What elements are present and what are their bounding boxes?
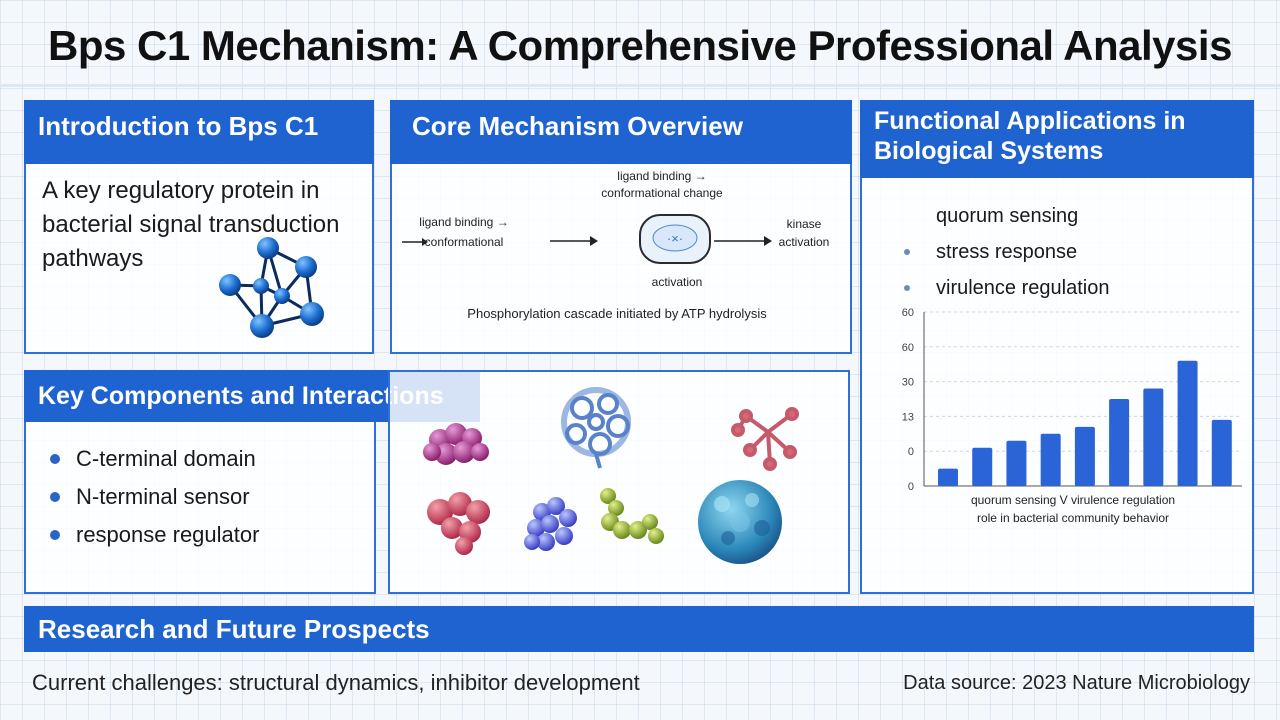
teal-protein-icon — [698, 480, 782, 564]
y-tick-label: 30 — [902, 377, 914, 389]
chart-bar — [1177, 360, 1198, 486]
mechanism-caption: Phosphorylation cascade initiated by ATP… — [467, 306, 767, 321]
page-title: Bps C1 Mechanism: A Comprehensive Profes… — [48, 22, 1232, 69]
red-protein-icon — [427, 492, 490, 555]
functional-header: Functional Applications in Biological Sy… — [860, 100, 1254, 178]
intro-panel: Introduction to Bps C1 A key regulatory … — [24, 100, 374, 354]
chart-bar — [1006, 440, 1027, 486]
branched-protein-icon — [731, 407, 799, 471]
core-header: Core Mechanism Overview — [390, 100, 852, 164]
intro-text: A key regulatory protein in bacterial si… — [42, 177, 340, 272]
functional-item: stress response — [904, 234, 1109, 270]
left-label-1: ligand binding → — [419, 215, 508, 229]
bottom-label: activation — [652, 275, 703, 289]
y-tick-label: 0 — [908, 481, 914, 493]
research-header: Research and Future Prospects — [24, 606, 1254, 652]
y-tick-label: 13 — [902, 411, 914, 423]
component-item: response regulator — [50, 516, 259, 554]
functional-item: quorum sensing — [936, 204, 1079, 227]
mechanism-diagram: ligand binding → conformational change l… — [402, 169, 830, 321]
purple-protein-icon — [423, 423, 489, 465]
component-item: C-terminal domain — [50, 440, 259, 478]
protein-structures — [423, 387, 799, 564]
x-axis-label-line1: quorum sensing V virulence regulation — [971, 493, 1175, 507]
chart-bar — [1040, 433, 1061, 486]
chart-bar — [1211, 419, 1232, 486]
chart-bar — [1109, 399, 1130, 486]
molecule-icon — [219, 237, 324, 338]
component-item: N-terminal sensor — [50, 478, 259, 516]
green-protein-icon — [600, 488, 664, 544]
chart-bar — [938, 468, 958, 486]
top-label-1: ligand binding → — [617, 169, 706, 183]
chart-bar — [972, 447, 993, 486]
y-tick-label: 0 — [908, 446, 914, 458]
lattice-protein-icon — [561, 387, 631, 469]
chart-bar — [1074, 426, 1095, 486]
chart-bar — [1143, 388, 1164, 486]
right-label-1: kinase — [787, 217, 822, 231]
functional-panel: Functional Applications in Biological Sy… — [860, 100, 1254, 594]
functional-list: quorum sensing stress response virulence… — [904, 198, 1109, 306]
x-axis-label-line2: role in bacterial community behavior — [977, 511, 1169, 525]
key-components-panel: Key Components and Interactions C-termin… — [24, 370, 480, 594]
svg-text:·×·: ·×· — [667, 231, 683, 246]
intro-header: Introduction to Bps C1 — [24, 100, 374, 164]
blue-protein-icon — [524, 497, 577, 551]
data-source: Data source: 2023 Nature Microbiology — [903, 672, 1250, 694]
y-tick-label: 60 — [902, 307, 914, 319]
top-label-2: conformational change — [601, 186, 723, 200]
left-label-2: conformational — [425, 235, 504, 249]
y-tick-label: 60 — [902, 342, 914, 354]
core-mechanism-panel: Core Mechanism Overview ligand binding →… — [390, 100, 852, 354]
functional-item: virulence regulation — [904, 270, 1109, 306]
protein-gallery-panel — [388, 370, 850, 594]
challenges-text: Current challenges: structural dynamics,… — [32, 670, 640, 695]
components-list: C-terminal domain N-terminal sensor resp… — [50, 440, 259, 554]
title-divider — [0, 84, 1280, 87]
bar-chart: 0 0 13 30 60 60 quorum sensing V virulence reg… — [902, 307, 1242, 525]
right-label-2: activation — [779, 235, 830, 249]
